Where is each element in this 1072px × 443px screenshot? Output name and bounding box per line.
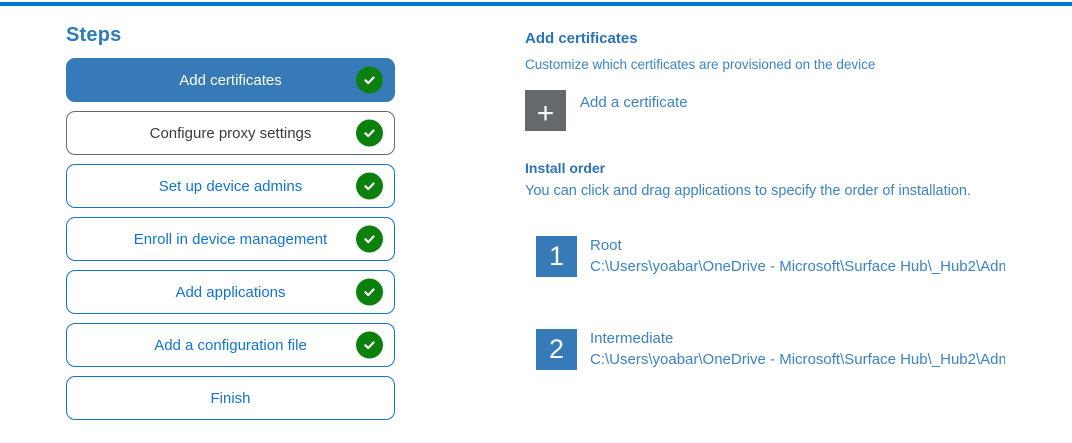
install-item-text: Intermediate C:\Users\yoabar\OneDrive - … xyxy=(590,329,1005,370)
section-subtitle: Customize which certificates are provisi… xyxy=(525,57,876,72)
step-add-a-configuration-file[interactable]: Add a configuration file xyxy=(66,323,395,367)
step-label: Add a configuration file xyxy=(154,336,307,354)
add-certificate-button[interactable]: + xyxy=(525,90,566,131)
add-certificate-row: + Add a certificate xyxy=(525,90,1045,131)
certificate-path: C:\Users\yoabar\OneDrive - Microsoft\Sur… xyxy=(590,258,1005,275)
certificate-path: C:\Users\yoabar\OneDrive - Microsoft\Sur… xyxy=(590,351,1005,368)
section-title: Add certificates xyxy=(525,30,638,47)
step-enroll-in-device-management[interactable]: Enroll in device management xyxy=(66,217,395,261)
check-icon xyxy=(356,119,383,147)
steps-sidebar: Steps Add certificates Configure proxy s… xyxy=(66,24,395,429)
step-label: Add applications xyxy=(175,283,286,301)
order-number-badge: 1 xyxy=(536,236,577,277)
add-certificate-label[interactable]: Add a certificate xyxy=(580,94,688,111)
step-label: Add certificates xyxy=(179,71,282,89)
step-label: Set up device admins xyxy=(158,177,303,195)
certificate-name: Root xyxy=(590,237,622,254)
check-icon xyxy=(356,278,383,306)
step-label: Configure proxy settings xyxy=(149,124,312,142)
step-add-applications[interactable]: Add applications xyxy=(66,270,395,314)
install-order-hint: You can click and drag applications to s… xyxy=(525,183,972,199)
install-item-root[interactable]: 1 Root C:\Users\yoabar\OneDrive - Micros… xyxy=(536,236,1045,277)
check-icon xyxy=(356,225,383,253)
step-configure-proxy-settings[interactable]: Configure proxy settings xyxy=(66,111,395,155)
check-icon xyxy=(356,66,383,94)
top-accent-bar xyxy=(0,2,1072,6)
step-add-certificates[interactable]: Add certificates xyxy=(66,58,395,102)
step-label: Enroll in device management xyxy=(133,230,328,248)
plus-icon: + xyxy=(536,96,555,130)
add-certificates-panel: Add certificates Customize which certifi… xyxy=(525,30,1045,422)
order-number-badge: 2 xyxy=(536,329,577,370)
install-order-list: 1 Root C:\Users\yoabar\OneDrive - Micros… xyxy=(536,236,1045,370)
steps-title: Steps xyxy=(66,24,122,46)
step-label: Finish xyxy=(210,389,251,407)
install-order-title: Install order xyxy=(525,160,606,176)
check-icon xyxy=(356,172,383,200)
step-set-up-device-admins[interactable]: Set up device admins xyxy=(66,164,395,208)
certificate-name: Intermediate xyxy=(590,330,674,347)
install-item-text: Root C:\Users\yoabar\OneDrive - Microsof… xyxy=(590,236,1005,277)
step-finish[interactable]: Finish xyxy=(66,376,395,420)
install-item-intermediate[interactable]: 2 Intermediate C:\Users\yoabar\OneDrive … xyxy=(536,329,1045,370)
check-icon xyxy=(356,331,383,359)
